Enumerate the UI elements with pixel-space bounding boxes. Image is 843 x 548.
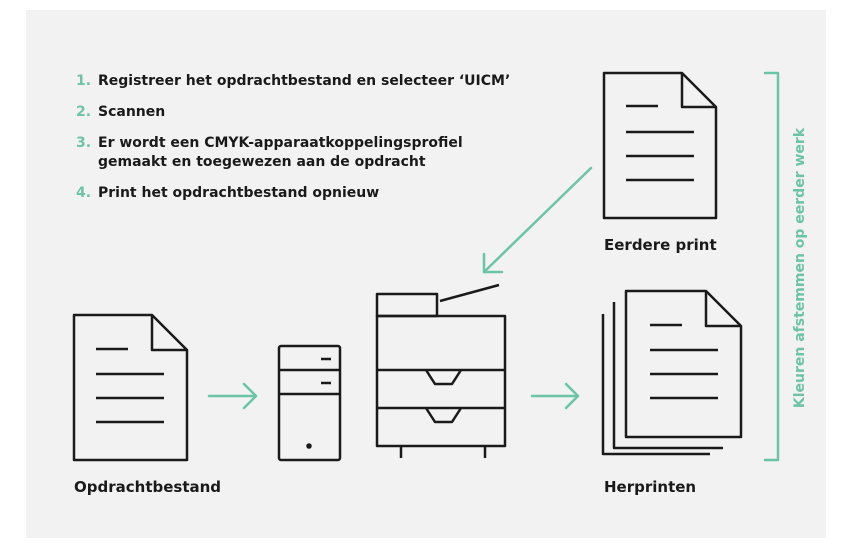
step-item: 1. Registreer het opdrachtbestand en sel… (76, 72, 538, 91)
job-file-label: Opdrachtbestand (74, 478, 222, 496)
step-text: Scannen (98, 104, 166, 120)
step-number: 2. (76, 104, 92, 120)
arrow-right-icon (207, 382, 258, 410)
step-text: Print het opdrachtbestand opnieuw (98, 185, 380, 201)
bracket-label: Kleuren afstemmen op eerder werk (792, 127, 808, 409)
previous-print-document-icon (602, 71, 718, 220)
job-file-document-icon (72, 313, 189, 462)
reprints-label: Herprinten (604, 478, 697, 496)
step-item: 3. Er wordt een CMYK-apparaatkoppelingsp… (76, 134, 538, 172)
steps-list: 1. Registreer het opdrachtbestand en sel… (76, 72, 538, 215)
reprints-stack-icon (601, 289, 743, 456)
step-number: 4. (76, 185, 92, 201)
printer-icon (375, 283, 507, 458)
step-number: 3. (76, 135, 92, 151)
arrow-right-icon (530, 382, 580, 410)
step-text: Registreer het opdrachtbestand en select… (98, 73, 511, 89)
previous-print-label: Eerdere print (604, 236, 717, 254)
server-icon (277, 344, 342, 462)
arrow-diagonal-icon (482, 166, 593, 274)
diagram-panel (26, 10, 826, 538)
step-item: 4. Print het opdrachtbestand opnieuw (76, 184, 538, 203)
step-number: 1. (76, 73, 92, 89)
bracket-icon (763, 71, 780, 462)
step-text: Er wordt een CMYK-apparaatkoppelingsprof… (98, 135, 463, 170)
step-item: 2. Scannen (76, 103, 538, 122)
